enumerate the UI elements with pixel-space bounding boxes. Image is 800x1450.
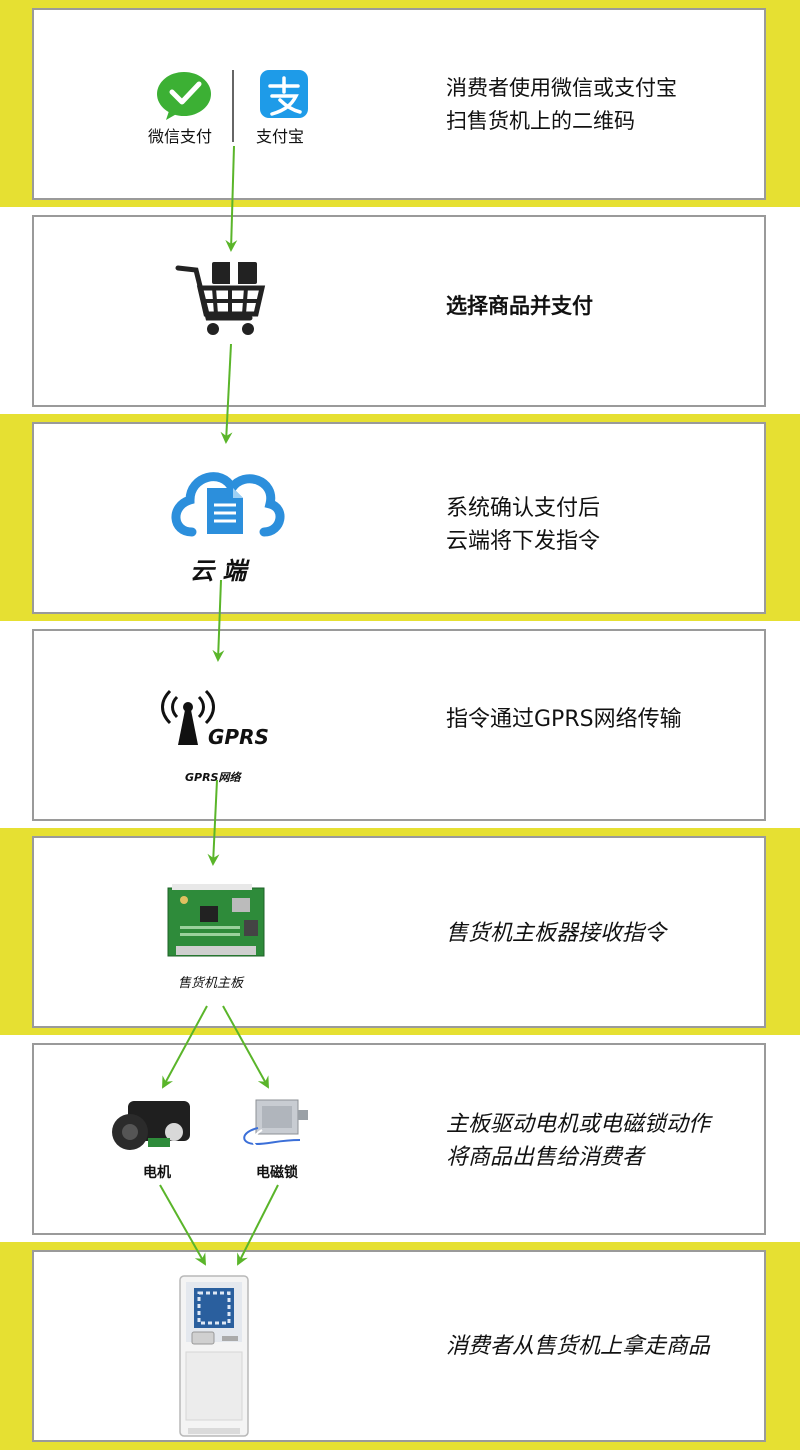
step-6-line-1: 主板驱动电机或电磁锁动作: [446, 1112, 711, 1137]
step-1-text: 消费者使用微信或支付宝 扫售货机上的二维码: [446, 72, 677, 138]
step-panel-2: [32, 215, 766, 407]
arrow-motor-to-machine: [159, 1184, 206, 1266]
wechat-pay-label: 微信支付: [148, 127, 213, 146]
step-5-line-1: 售货机主板器接收指令: [446, 921, 667, 946]
board-caption: 售货机主板: [178, 976, 244, 991]
step-2-line-1: 选择商品并支付: [446, 294, 593, 318]
step-6-line-2: 将商品出售给消费者: [446, 1145, 645, 1170]
step-panel-5: [32, 836, 766, 1028]
gprs-antenna-icon: [161, 689, 215, 745]
cloud-label: 云 端: [190, 557, 247, 585]
arrow-1-to-2: [225, 145, 238, 252]
step-5-text: 售货机主板器接收指令: [446, 917, 666, 950]
step-3-text: 系统确认支付后 云端将下发指令: [446, 492, 600, 558]
step-panel-4: [32, 629, 766, 821]
step-6-text: 主板驱动电机或电磁锁动作 将商品出售给消费者: [446, 1108, 710, 1174]
step-1-line-2: 扫售货机上的二维码: [446, 109, 635, 133]
step-7-line-1: 消费者从售货机上拿走商品: [446, 1334, 711, 1359]
arrow-lock-to-machine: [237, 1184, 279, 1266]
step-4-text: 指令通过GPRS网络传输: [446, 703, 682, 736]
arrow-3-to-4: [212, 579, 225, 662]
step-3-line-1: 系统确认支付后: [446, 496, 601, 521]
lock-caption: 电磁锁: [256, 1165, 298, 1181]
alipay-label: 支付宝: [256, 127, 305, 146]
alipay-icon: [260, 70, 308, 118]
step-1-line-1: 消费者使用微信或支付宝: [446, 76, 677, 100]
wechat-pay-icon: [157, 72, 211, 120]
motor-caption: 电机: [143, 1165, 171, 1181]
step-panel-3: [32, 422, 766, 614]
step-3-line-2: 云端将下发指令: [446, 529, 601, 554]
shopping-cart-icon: [175, 262, 266, 335]
step-2-text: 选择商品并支付: [446, 290, 593, 323]
step-4-line-1: 指令通过GPRS网络传输: [446, 707, 682, 732]
arrow-5-to-lock: [222, 1005, 269, 1089]
arrow-2-to-3: [220, 343, 233, 444]
mainboard-image: [167, 884, 265, 957]
electromagnetic-lock-image: [243, 1099, 308, 1150]
cloud-icon: [171, 472, 285, 537]
step-panel-7: [32, 1250, 766, 1442]
gprs-logo-text: GPRS: [208, 725, 269, 749]
vending-machine-image: [179, 1275, 249, 1437]
gprs-caption: GPRS网络: [185, 771, 241, 784]
flow-arrows: [159, 145, 279, 1266]
arrow-5-to-motor: [162, 1005, 208, 1089]
step-panel-1: [32, 8, 766, 200]
step-7-text: 消费者从售货机上拿走商品: [446, 1330, 710, 1363]
arrow-4-to-5: [207, 779, 220, 866]
motor-image: [112, 1101, 190, 1150]
